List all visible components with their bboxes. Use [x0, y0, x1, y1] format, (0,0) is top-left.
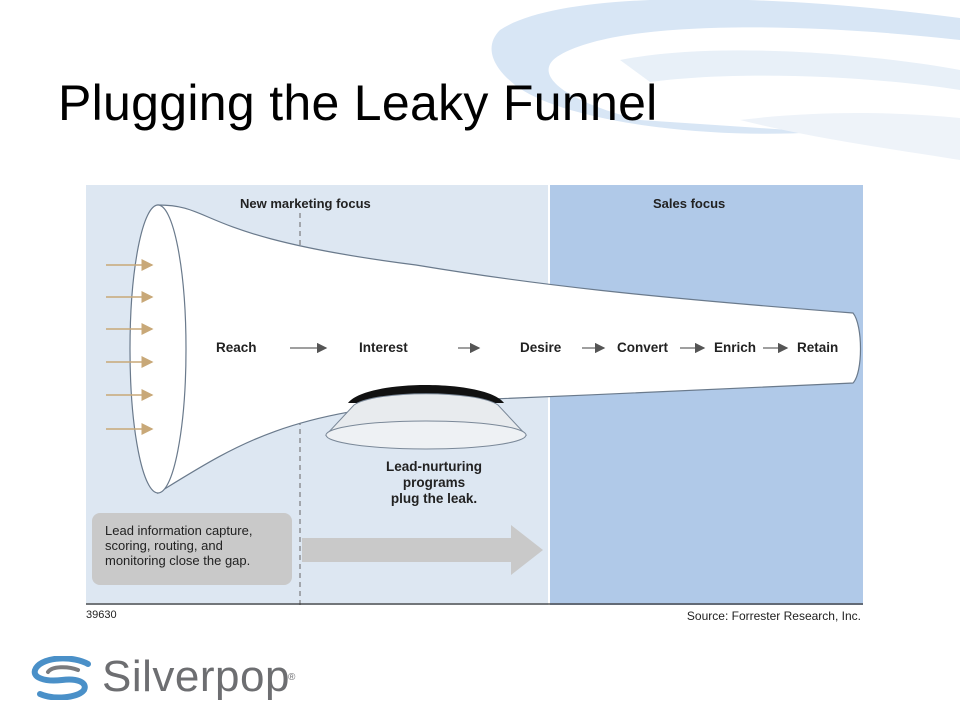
background-swoosh — [491, 0, 960, 160]
silverpop-logo: Silverpop ® — [30, 652, 310, 712]
leaky-funnel-diagram: New marketing focus Sales focus Reach In… — [86, 185, 863, 625]
sales-focus-label: Sales focus — [653, 196, 726, 211]
stage-retain: Retain — [797, 340, 839, 355]
sales-panel — [549, 185, 863, 605]
funnel-graphic — [86, 185, 863, 605]
inbound-arrows — [106, 259, 154, 435]
silverpop-swirl-icon — [31, 656, 91, 700]
source-credit: Source: Forrester Research, Inc. — [686, 609, 861, 623]
slide-title: Plugging the Leaky Funnel — [58, 75, 658, 131]
leak-caption: Lead-nurturing programs plug the leak. — [386, 459, 482, 506]
funnel-mouth — [129, 204, 187, 494]
stage-enrich: Enrich — [714, 340, 757, 355]
registered-mark: ® — [288, 672, 296, 683]
stage-interest: Interest — [359, 340, 408, 355]
logo-wordmark: Silverpop — [102, 652, 290, 701]
marketing-focus-label: New marketing focus — [240, 196, 371, 211]
stage-convert: Convert — [617, 340, 669, 355]
stage-desire: Desire — [520, 340, 562, 355]
gap-arrow — [302, 525, 543, 575]
leak-plug — [324, 385, 528, 450]
stage-reach: Reach — [216, 340, 257, 355]
figure-id: 39630 — [86, 609, 117, 621]
gap-note-box: Lead information capture, scoring, routi… — [92, 513, 292, 585]
